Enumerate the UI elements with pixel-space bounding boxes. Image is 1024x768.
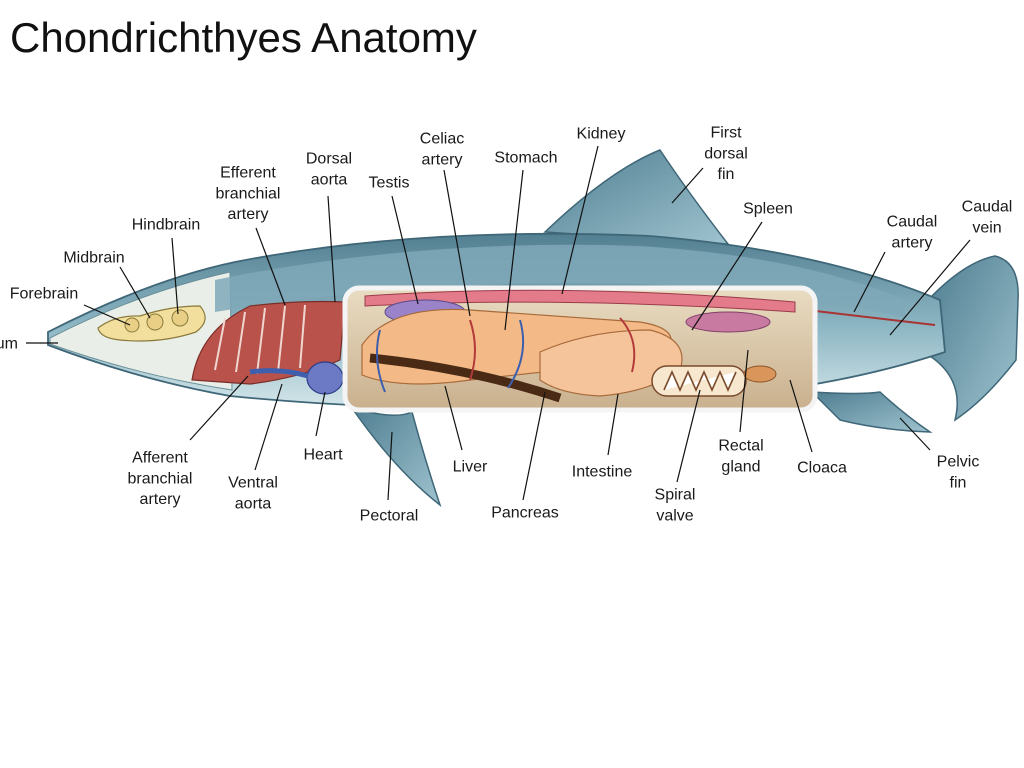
kidney-shape: [364, 289, 796, 313]
label-line: Efferent: [220, 165, 276, 182]
label-spleen: Spleen: [743, 201, 793, 218]
label-line: artery: [228, 206, 269, 223]
label-line: aorta: [235, 495, 272, 512]
label-line: Kidney: [577, 126, 626, 143]
label-rectal-gland: Rectal gland: [718, 438, 763, 476]
label-line: Pancreas: [491, 505, 559, 522]
label-forebrain: Forebrain: [10, 286, 78, 303]
label-line: Heart: [303, 447, 343, 464]
labels: um Forebrain Midbrain Hindbrain Efferent…: [0, 125, 1012, 525]
label-line: Stomach: [494, 150, 557, 167]
label-line: artery: [892, 234, 933, 251]
label-line: fin: [950, 474, 967, 491]
label-line: branchial: [216, 185, 281, 202]
label-ventral-aorta: Ventral aorta: [228, 475, 278, 513]
label-line: Liver: [453, 459, 488, 476]
label-line: Dorsal: [306, 151, 352, 168]
label-line: Ventral: [228, 475, 278, 492]
label-kidney: Kidney: [577, 126, 626, 143]
label-line: Rectal: [718, 438, 763, 455]
internal-organs: [97, 285, 818, 413]
label-intestine: Intestine: [572, 464, 633, 481]
label-line: artery: [422, 151, 463, 168]
label-line: Afferent: [132, 450, 188, 467]
label-first-dorsal-fin: First dorsal fin: [704, 125, 748, 184]
label-dorsal-aorta: Dorsal aorta: [306, 151, 352, 189]
label-line: Intestine: [572, 464, 633, 481]
label-line: Forebrain: [10, 286, 78, 303]
heart-shape: [306, 361, 344, 395]
label-line: Caudal: [887, 214, 938, 231]
label-celiac-artery: Celiac artery: [420, 131, 464, 169]
label-efferent-branchial-artery: Efferent branchial artery: [216, 165, 281, 224]
label-line: Spiral: [655, 487, 696, 504]
label-line: branchial: [128, 470, 193, 487]
dorsal-skin-band: [215, 244, 905, 318]
label-pancreas: Pancreas: [491, 505, 559, 522]
label-pectoral: Pectoral: [360, 508, 419, 525]
pectoral-fin-shape: [350, 406, 442, 508]
spleen-shape: [685, 311, 771, 333]
label-line: Celiac: [420, 131, 464, 148]
label-caudal-artery: Caudal artery: [887, 214, 938, 252]
pelvic-fin-shape: [810, 391, 933, 433]
label-line: Midbrain: [63, 250, 124, 267]
label-line: valve: [656, 507, 693, 524]
label-spiral-valve: Spiral valve: [655, 487, 696, 525]
label-testis: Testis: [369, 175, 410, 192]
label-afferent-branchial-artery: Afferent branchial artery: [128, 450, 193, 509]
label-line: Caudal: [962, 199, 1013, 216]
label-liver: Liver: [453, 459, 488, 476]
label-line: aorta: [311, 171, 348, 188]
label-line: artery: [140, 491, 181, 508]
label-line: Hindbrain: [132, 217, 200, 234]
label-caudal-vein: Caudal vein: [962, 199, 1013, 237]
label-line: Cloaca: [797, 460, 847, 477]
leader-lines: [26, 145, 971, 501]
gill-region: [191, 300, 346, 385]
label-pelvic-fin: Pelvic fin: [937, 454, 980, 492]
label-cloaca: Cloaca: [797, 460, 847, 477]
label-line: gland: [721, 458, 760, 475]
label-line: dorsal: [704, 145, 748, 162]
label-line: fin: [718, 166, 735, 183]
label-midbrain: Midbrain: [63, 250, 124, 267]
label-stomach: Stomach: [494, 150, 557, 167]
label-heart: Heart: [303, 447, 343, 464]
rectal-gland-shape: [743, 365, 777, 383]
label-line: Pelvic: [937, 454, 980, 471]
label-line: First: [710, 125, 742, 142]
label-line: vein: [972, 219, 1001, 236]
label-line: um: [0, 336, 18, 353]
page-title: Chondrichthyes Anatomy: [10, 14, 477, 61]
label-line: Spleen: [743, 201, 793, 218]
label-rostrum: um: [0, 336, 18, 353]
label-hindbrain: Hindbrain: [132, 217, 200, 234]
first-dorsal-fin-shape: [543, 149, 730, 245]
caudal-fin-shape: [929, 255, 1019, 422]
label-line: Pectoral: [360, 508, 419, 525]
label-line: Testis: [369, 175, 410, 192]
ventral-aorta-shape: [249, 368, 309, 379]
